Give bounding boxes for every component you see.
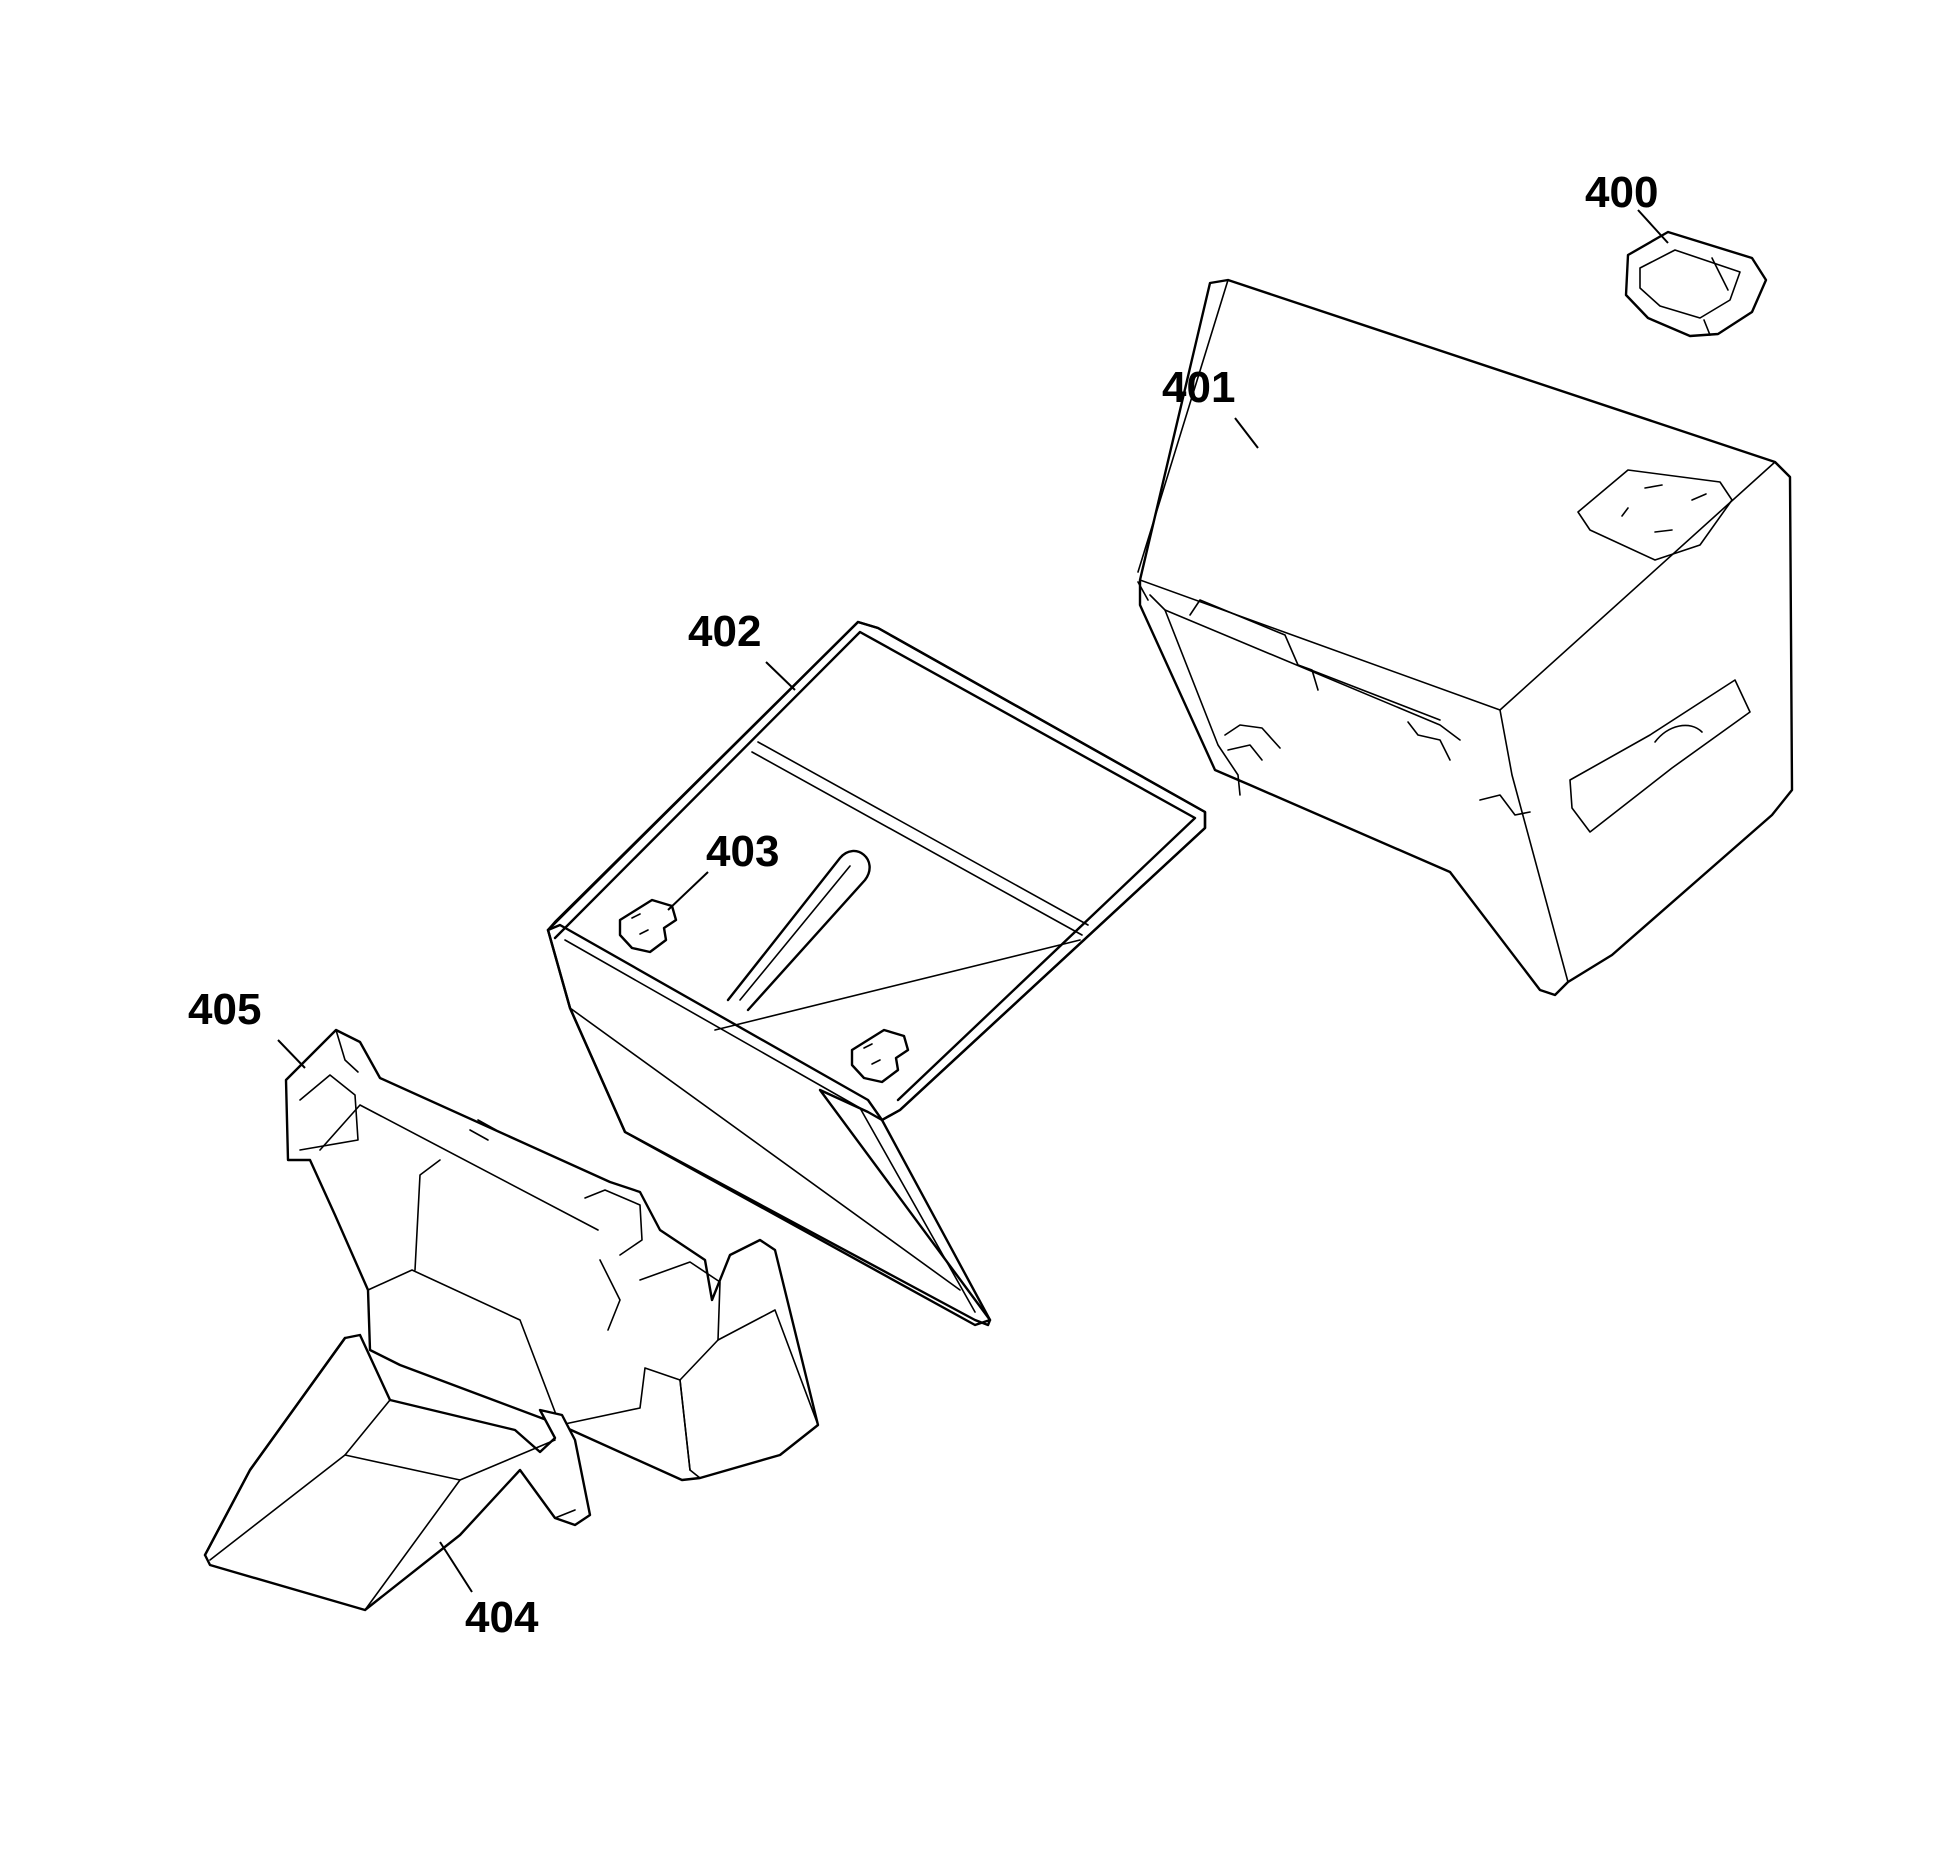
leader-402 [765, 661, 796, 691]
part-405-bracket [284, 1028, 820, 1482]
leader-403 [667, 871, 709, 911]
leader-400 [1637, 209, 1669, 244]
part-label-400: 400 [1585, 168, 1658, 217]
part-400-cap [1624, 230, 1768, 338]
leader-405 [277, 1039, 306, 1069]
part-404-chute [203, 1333, 592, 1612]
part-label-405: 405 [188, 985, 261, 1034]
part-402-frame [546, 620, 1207, 1327]
part-label-403: 403 [706, 827, 779, 876]
part-label-402: 402 [688, 607, 761, 656]
leader-404 [439, 1541, 473, 1593]
part-label-404: 404 [465, 1593, 539, 1642]
part-label-401: 401 [1162, 363, 1235, 412]
part-403-clips [618, 898, 910, 1084]
leader-401 [1234, 417, 1259, 449]
part-401-housing [1137, 278, 1794, 997]
